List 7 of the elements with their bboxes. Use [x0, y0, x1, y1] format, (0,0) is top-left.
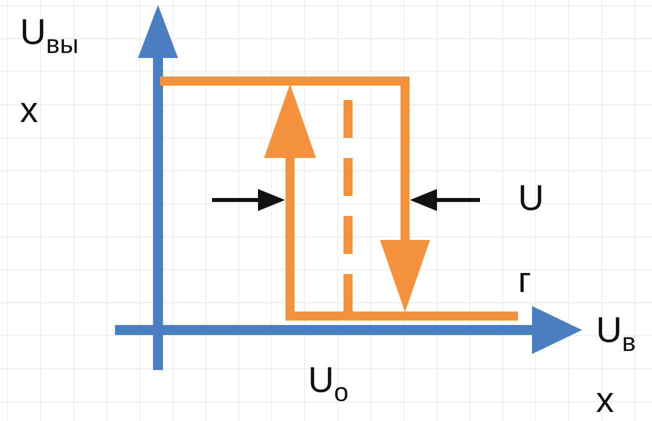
axis-label: U	[518, 180, 544, 216]
axis-label: U$_{о}$	[308, 362, 348, 406]
axis-label: U$_{в}$	[596, 312, 636, 356]
axis-label: U$_{вы}$	[20, 14, 78, 58]
axis-label: г	[518, 262, 532, 298]
axis-label: х	[596, 382, 614, 418]
axis-label: х	[20, 92, 38, 128]
